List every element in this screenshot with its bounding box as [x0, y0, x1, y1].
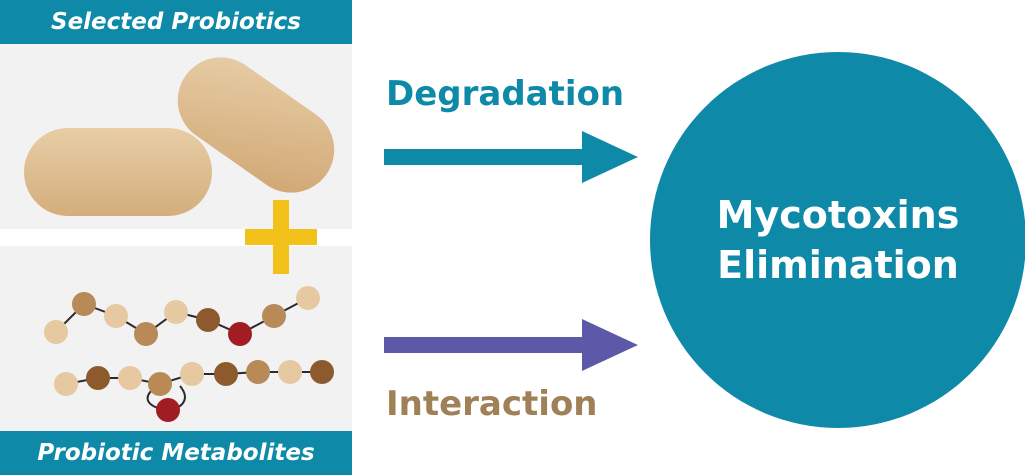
outcome-line-2: Elimination: [717, 243, 959, 287]
selected-probiotics-banner: Selected Probiotics: [0, 0, 352, 44]
metabolite-chain-2: [54, 360, 334, 422]
degradation-label: Degradation: [386, 74, 625, 114]
interaction-arrow: [384, 319, 638, 371]
outcome-line-1: Mycotoxins: [716, 193, 960, 237]
mycotoxins-elimination-circle: [650, 52, 1025, 428]
outcome-text: Mycotoxins Elimination: [650, 170, 1025, 310]
degradation-arrow: [384, 131, 638, 183]
metabolite-chain-1: [44, 286, 320, 346]
probiotic-metabolites-banner: Probiotic Metabolites: [0, 431, 352, 475]
interaction-label: Interaction: [386, 384, 598, 424]
plus-icon: [245, 200, 317, 274]
probiotic-capsule-left: [24, 128, 212, 216]
probiotic-capsule-right: [177, 57, 335, 193]
